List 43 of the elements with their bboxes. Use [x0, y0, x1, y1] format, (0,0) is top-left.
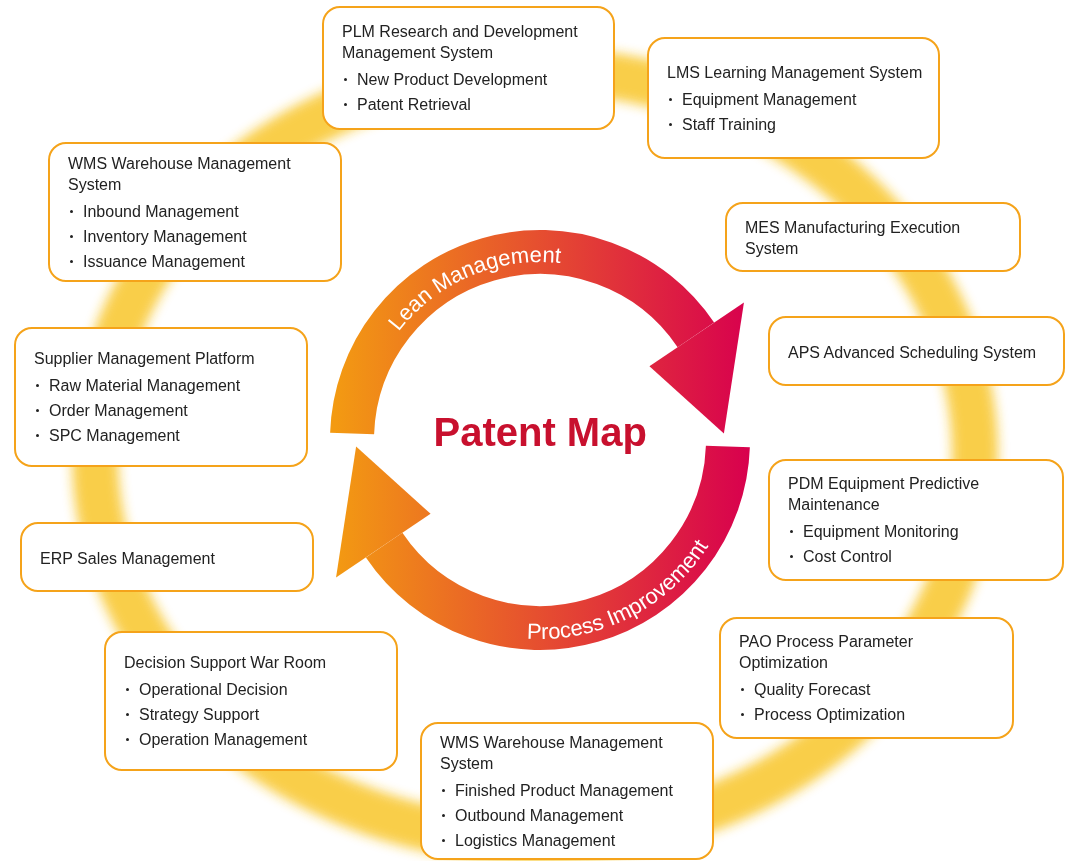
card-title: ERP Sales Management: [40, 548, 216, 569]
card-title: MES Manufacturing Execution System: [745, 218, 962, 259]
list-item: Operational Decision: [139, 680, 288, 700]
system-card: [647, 37, 940, 159]
list-item: Outbound Management: [455, 805, 624, 826]
card-title: APS Advanced Scheduling System: [788, 342, 1038, 363]
list-item: Raw Material Management: [49, 376, 241, 396]
card-title: Supplier Management Platform: [34, 349, 256, 369]
card-title: Decision Support War Room: [124, 653, 328, 673]
center-title: Patent Map: [433, 409, 647, 455]
list-item: Inventory Management: [83, 226, 247, 247]
card-title: PAO Process Parameter Optimization: [739, 632, 914, 673]
card-title: PDM Equipment Predictive Maintenance: [788, 474, 981, 515]
list-item: Staff Training: [682, 114, 776, 135]
system-card: [768, 316, 1065, 386]
card-title: PLM Research and Development Management System: [342, 22, 579, 63]
list-item: Order Management: [49, 401, 188, 421]
system-card: [20, 522, 314, 592]
list-item: Logistics Management: [455, 830, 616, 851]
list-item: Inbound Management: [83, 201, 239, 222]
system-card: [725, 202, 1021, 272]
card-title: LMS Learning Management System: [667, 62, 924, 83]
list-item: Issuance Management: [83, 251, 245, 272]
card-title: WMS Warehouse Management System: [440, 732, 664, 774]
system-card: [48, 142, 342, 282]
list-item: Cost Control: [803, 547, 892, 567]
list-item: Quality Forecast: [754, 680, 871, 700]
list-item: Process Optimization: [754, 705, 906, 725]
system-card: [768, 459, 1064, 581]
list-item: Strategy Support: [139, 705, 260, 725]
list-item: Equipment Management: [682, 89, 857, 110]
system-card: [14, 327, 308, 467]
system-card: [104, 631, 398, 771]
list-item: New Product Development: [357, 70, 548, 90]
system-card: [420, 722, 714, 860]
system-card: [719, 617, 1014, 739]
system-card: [322, 6, 615, 130]
card-title: WMS Warehouse Management System: [68, 153, 292, 195]
list-item: Finished Product Management: [455, 780, 673, 801]
list-item: Operation Management: [139, 730, 308, 750]
list-item: SPC Management: [49, 426, 180, 446]
list-item: Equipment Monitoring: [803, 522, 959, 542]
list-item: Patent Retrieval: [357, 95, 471, 115]
